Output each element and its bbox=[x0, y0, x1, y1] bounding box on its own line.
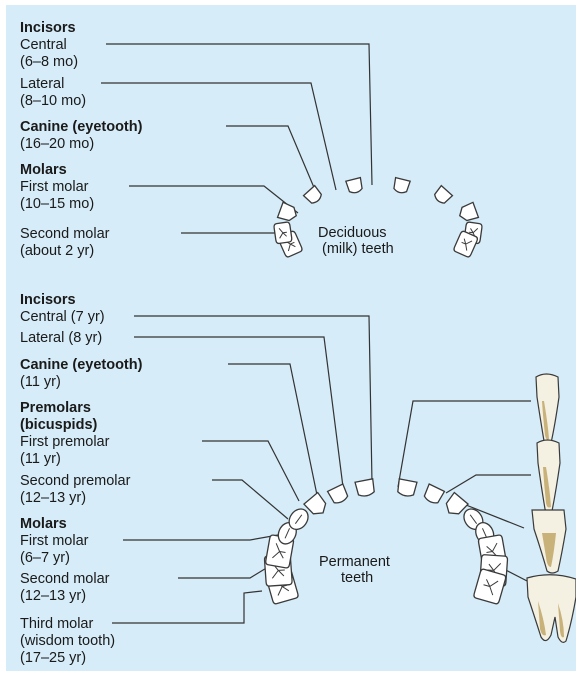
deciduous-lateral-label: Lateral bbox=[20, 76, 64, 93]
deciduous-central-label: Central bbox=[20, 37, 67, 54]
deciduous-tooth bbox=[304, 186, 324, 206]
deciduous-first-molar-label: First molar bbox=[20, 179, 88, 196]
teeth-diagram: Incisors Central (6–8 mo) Lateral (8–10 … bbox=[6, 5, 576, 671]
permanent-second-molar-age: (12–13 yr) bbox=[20, 588, 86, 605]
leader-permanent-central bbox=[134, 316, 372, 483]
deciduous-caption-line2: (milk) teeth bbox=[322, 241, 394, 258]
permanent-tooth bbox=[422, 484, 444, 505]
leader-first-premolar bbox=[202, 441, 299, 501]
deciduous-lateral-age: (8–10 mo) bbox=[20, 93, 86, 110]
deciduous-tooth bbox=[392, 178, 410, 195]
leader-permanent-first-molar bbox=[123, 535, 278, 540]
deciduous-second-molar-age: (about 2 yr) bbox=[20, 243, 94, 260]
leader-deciduous-first-molar bbox=[129, 186, 298, 213]
deciduous-canine-label: Canine (eyetooth) bbox=[20, 119, 142, 136]
second-premolar-label: Second premolar bbox=[20, 473, 130, 490]
leader-root-canine bbox=[446, 475, 531, 493]
molar-root-icon bbox=[527, 575, 576, 643]
permanent-incisors-heading: Incisors bbox=[20, 292, 76, 309]
permanent-caption-line1: Permanent bbox=[319, 554, 390, 571]
third-molar-age: (17–25 yr) bbox=[20, 650, 86, 667]
premolar-root-icon bbox=[532, 510, 566, 573]
deciduous-first-molar-age: (10–15 mo) bbox=[20, 196, 94, 213]
deciduous-second-molar-label: Second molar bbox=[20, 226, 109, 243]
permanent-lateral-label: Lateral (8 yr) bbox=[20, 330, 102, 347]
permanent-first-molar-age: (6–7 yr) bbox=[20, 550, 70, 567]
leader-deciduous-central bbox=[106, 44, 372, 185]
first-premolar-age: (11 yr) bbox=[20, 451, 61, 468]
permanent-molars-heading: Molars bbox=[20, 516, 67, 533]
leader-root-incisor bbox=[398, 401, 531, 487]
incisor-root-icon bbox=[536, 374, 559, 445]
leader-permanent-canine bbox=[228, 364, 317, 495]
deciduous-tooth bbox=[457, 202, 478, 223]
leader-deciduous-lateral bbox=[101, 83, 336, 190]
wisdom-tooth-label: (wisdom tooth) bbox=[20, 633, 115, 650]
deciduous-molars-heading: Molars bbox=[20, 162, 67, 179]
deciduous-tooth bbox=[346, 178, 364, 195]
deciduous-tooth bbox=[274, 222, 293, 244]
leader-third-molar bbox=[112, 591, 262, 623]
leader-permanent-lateral bbox=[134, 337, 343, 487]
permanent-arch bbox=[264, 479, 507, 605]
deciduous-tooth bbox=[278, 202, 299, 223]
leader-second-premolar bbox=[212, 480, 288, 519]
first-premolar-label: First premolar bbox=[20, 434, 109, 451]
permanent-canine-label: Canine (eyetooth) bbox=[20, 357, 142, 374]
leader-lines bbox=[101, 44, 531, 623]
deciduous-canine-age: (16–20 mo) bbox=[20, 136, 94, 153]
permanent-canine-age: (11 yr) bbox=[20, 374, 61, 391]
tooth-root-illustrations bbox=[527, 374, 576, 642]
permanent-tooth bbox=[396, 479, 417, 498]
deciduous-tooth bbox=[432, 186, 452, 206]
second-premolar-age: (12–13 yr) bbox=[20, 490, 86, 507]
leader-permanent-second-molar bbox=[178, 567, 268, 578]
bicuspids-heading: (bicuspids) bbox=[20, 417, 97, 434]
permanent-tooth bbox=[328, 484, 350, 505]
deciduous-incisors-heading: Incisors bbox=[20, 20, 76, 37]
permanent-central-label: Central (7 yr) bbox=[20, 309, 105, 326]
permanent-second-molar-label: Second molar bbox=[20, 571, 109, 588]
deciduous-central-age: (6–8 mo) bbox=[20, 54, 78, 71]
deciduous-caption-line1: Deciduous bbox=[318, 225, 387, 242]
canine-root-icon bbox=[537, 440, 560, 513]
third-molar-label: Third molar bbox=[20, 616, 93, 633]
permanent-tooth bbox=[473, 568, 506, 604]
permanent-caption-line2: teeth bbox=[341, 570, 373, 587]
permanent-tooth bbox=[355, 479, 376, 498]
premolars-heading: Premolars bbox=[20, 400, 91, 417]
permanent-first-molar-label: First molar bbox=[20, 533, 88, 550]
